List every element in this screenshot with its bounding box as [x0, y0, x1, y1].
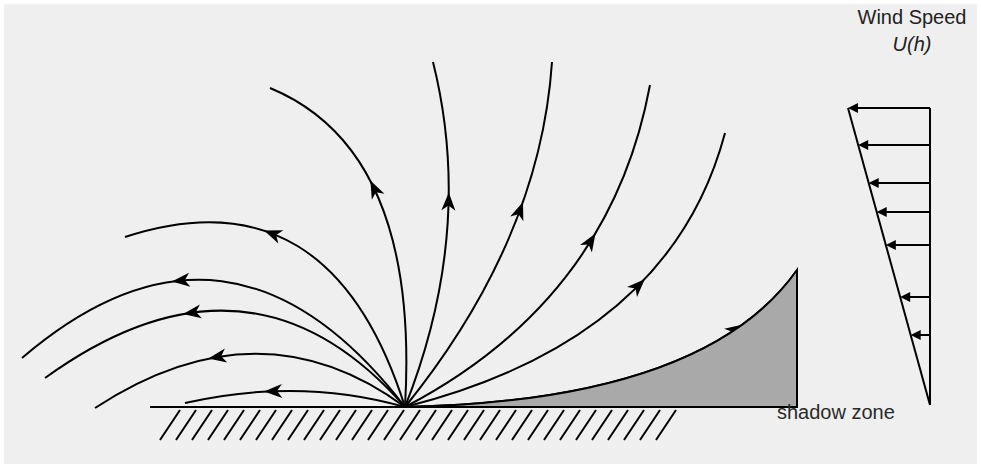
hatch-stroke — [432, 410, 452, 440]
wind-arrowhead — [848, 103, 858, 113]
zone-label: shadow zone — [777, 401, 895, 424]
ray-arrowhead — [264, 384, 283, 399]
hatch-stroke — [480, 410, 500, 440]
hatch-stroke — [192, 410, 212, 440]
hatch-stroke — [368, 410, 388, 440]
ray-arrowhead — [627, 274, 650, 297]
wind-arrow-shaft — [892, 244, 930, 246]
axis-symbol: U(h) — [893, 33, 932, 56]
hatch-stroke — [272, 410, 292, 440]
wind-arrow-shaft — [854, 107, 930, 109]
hatch-stroke — [256, 410, 276, 440]
hatch-stroke — [608, 410, 628, 440]
wind-arrow-shaft — [864, 144, 930, 146]
ray-arrowhead — [207, 349, 227, 366]
ray-arrowhead — [182, 304, 202, 320]
hatch-stroke — [400, 410, 420, 440]
hatch-stroke — [208, 410, 228, 440]
ray-arrowhead — [441, 192, 455, 210]
sound-rays — [22, 62, 797, 408]
hatch-stroke — [416, 410, 436, 440]
axis-title: Wind Speed — [858, 6, 967, 29]
hatch-stroke — [512, 410, 532, 440]
wind-arrow-shaft — [875, 182, 930, 184]
wind-arrowhead — [900, 292, 910, 302]
hatch-stroke — [656, 410, 676, 440]
hatch-stroke — [528, 410, 548, 440]
hatch-stroke — [560, 410, 580, 440]
hatch-stroke — [448, 410, 468, 440]
shadow-zone-outline — [405, 268, 797, 407]
background — [4, 4, 977, 464]
hatch-stroke — [304, 410, 324, 440]
ray-arrowhead — [580, 230, 601, 253]
hatch-stroke — [640, 410, 660, 440]
hatch-stroke — [288, 410, 308, 440]
wind-arrowhead — [869, 178, 879, 188]
ground-hatching — [160, 410, 676, 440]
ray-arrowhead — [364, 178, 384, 200]
hatch-stroke — [544, 410, 564, 440]
hatch-stroke — [592, 410, 612, 440]
arrowheads — [171, 178, 747, 399]
hatch-stroke — [320, 410, 340, 440]
wind-arrowhead — [877, 207, 887, 217]
hatch-stroke — [464, 410, 484, 440]
hatch-stroke — [160, 410, 180, 440]
ray-arrowhead — [262, 224, 284, 244]
hatch-stroke — [384, 410, 404, 440]
wind-arrowhead — [911, 330, 921, 340]
hatch-stroke — [576, 410, 596, 440]
wind-arrowhead — [858, 140, 868, 150]
hatch-stroke — [496, 410, 516, 440]
wind-arrowhead — [886, 240, 896, 250]
shadow-zone: shadow zone — [405, 268, 797, 407]
hatch-stroke — [240, 410, 260, 440]
wind-arrow-shaft — [883, 211, 930, 213]
hatch-stroke — [352, 410, 372, 440]
hatch-stroke — [336, 410, 356, 440]
hatch-stroke — [224, 410, 244, 440]
hatch-stroke — [624, 410, 644, 440]
wind-profile — [848, 108, 930, 405]
wind-arrows — [848, 103, 930, 340]
hatch-stroke — [176, 410, 196, 440]
ray-arrowhead — [510, 200, 529, 222]
ray-arrowhead — [171, 273, 190, 289]
